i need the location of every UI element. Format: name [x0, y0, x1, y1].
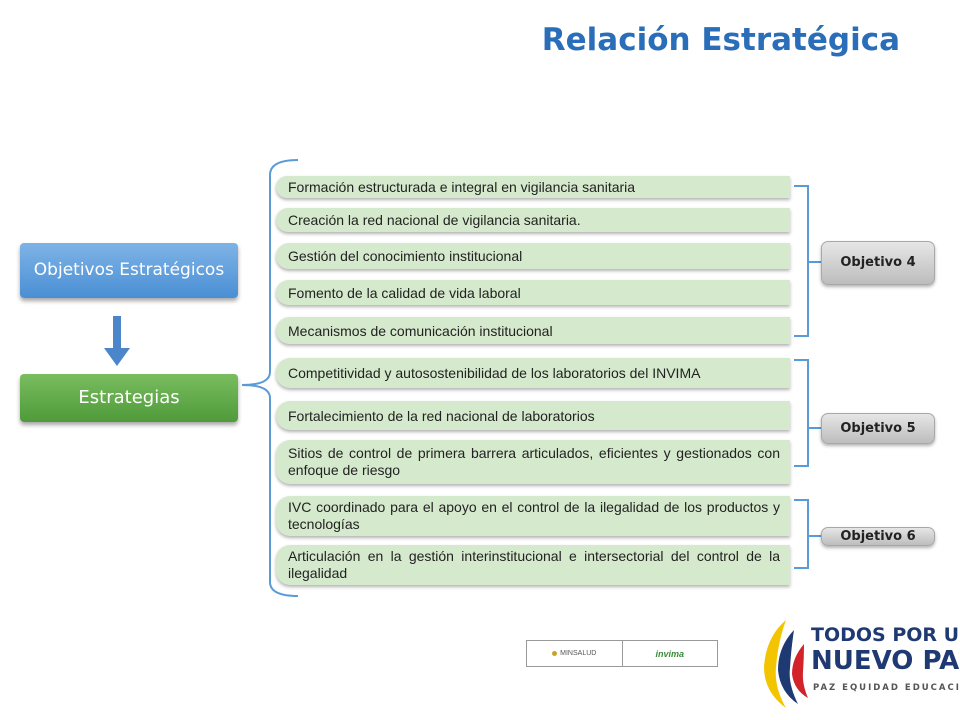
strategy-text: Competitividad y autosostenibilidad de l… — [288, 365, 701, 381]
objetivo-4-label: Objetivo 4 — [840, 255, 916, 270]
strategies-bracket — [241, 159, 299, 597]
objetivo-6-bracket — [794, 499, 821, 569]
minsalud-logo: MINSALUD — [527, 641, 622, 666]
brand-line-1: TODOS POR UN — [811, 624, 960, 646]
strategy-bar[interactable]: Competitividad y autosostenibilidad de l… — [276, 358, 790, 388]
objetivo-5-label: Objetivo 5 — [840, 421, 916, 436]
strategy-text: Articulación en la gestión interinstituc… — [288, 548, 780, 581]
strategy-text: Sitios de control de primera barrera art… — [288, 445, 780, 478]
strategy-text: Creación la red nacional de vigilancia s… — [288, 212, 581, 228]
objetivo-6-label: Objetivo 6 — [840, 529, 916, 544]
brand-line-2: NUEVO PAÍS — [811, 646, 960, 676]
objetivo-5-button[interactable]: Objetivo 5 — [821, 413, 935, 444]
strategy-bar[interactable]: Fomento de la calidad de vida laboral — [276, 280, 790, 305]
shield-icon — [552, 651, 558, 656]
objetivo-5-bracket — [794, 359, 821, 467]
strategy-text: Mecanismos de comunicación institucional — [288, 322, 553, 339]
strategy-bar[interactable]: Creación la red nacional de vigilancia s… — [276, 208, 790, 232]
strategy-bar[interactable]: Articulación en la gestión interinstituc… — [276, 545, 790, 585]
strategy-bar[interactable]: Gestión del conocimiento institucional — [276, 243, 790, 269]
objetivos-estrategicos-box[interactable]: Objetivos Estratégicos — [20, 243, 238, 298]
brand-tagline: PAZ EQUIDAD EDUCACIÓN — [813, 683, 960, 693]
objetivo-4-bracket — [794, 185, 821, 337]
strategy-text: Gestión del conocimiento institucional — [288, 248, 523, 264]
strategy-bar[interactable]: Sitios de control de primera barrera art… — [276, 440, 790, 484]
strategy-text: Fortalecimiento de la red nacional de la… — [288, 407, 595, 424]
strategy-text: Fomento de la calidad de vida laboral — [288, 284, 521, 301]
strategy-text: Formación estructurada e integral en vig… — [288, 179, 636, 195]
minsalud-text: MINSALUD — [560, 650, 597, 657]
invima-text: invima — [655, 648, 684, 659]
strategy-text: IVC coordinado para el apoyo en el contr… — [288, 499, 780, 532]
estrategias-box[interactable]: Estrategias — [20, 374, 238, 422]
partner-logos: MINSALUD invima — [526, 640, 718, 667]
estrategias-label: Estrategias — [78, 387, 180, 408]
invima-logo: invima — [621, 641, 718, 666]
strategy-bar[interactable]: IVC coordinado para el apoyo en el contr… — [276, 496, 790, 536]
strategy-bar[interactable]: Fortalecimiento de la red nacional de la… — [276, 401, 790, 430]
objetivo-6-button[interactable]: Objetivo 6 — [821, 527, 935, 546]
strategy-bar[interactable]: Formación estructurada e integral en vig… — [276, 176, 790, 198]
objetivos-estrategicos-label: Objetivos Estratégicos — [33, 260, 225, 280]
objetivo-4-button[interactable]: Objetivo 4 — [821, 241, 935, 285]
down-arrow-icon — [104, 316, 130, 366]
todos-por-un-nuevo-pais-logo: TODOS POR UN NUEVO PAÍS PAZ EQUIDAD EDUC… — [756, 612, 960, 712]
strategy-bar[interactable]: Mecanismos de comunicación institucional — [276, 317, 790, 344]
page-title: Relación Estratégica — [541, 22, 900, 58]
colombia-flag-swoosh-icon — [764, 620, 808, 708]
